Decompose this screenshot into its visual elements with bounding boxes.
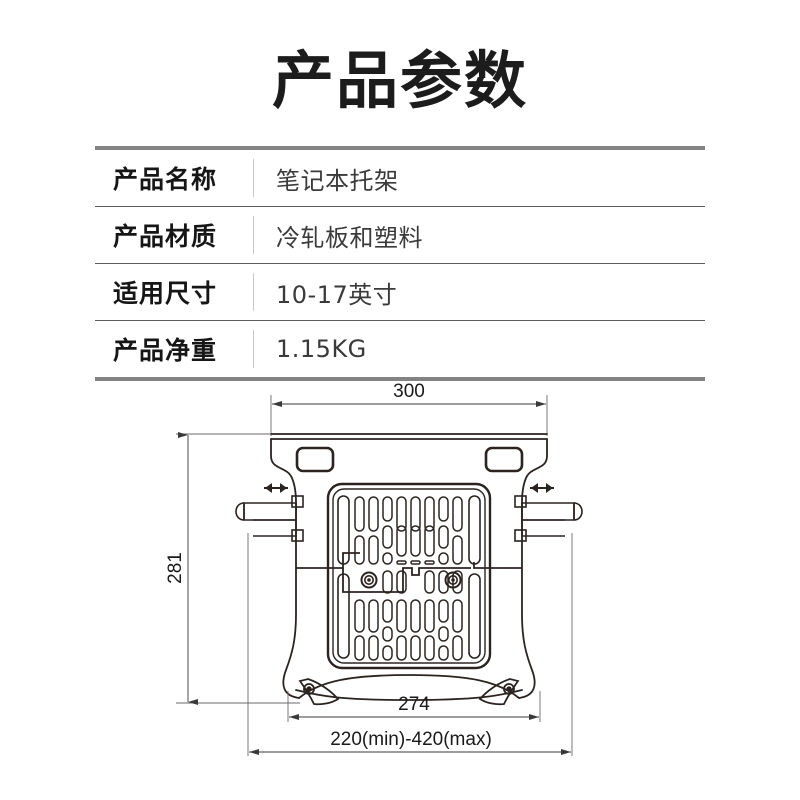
cell-divider <box>253 159 254 197</box>
dimension-label-base-width: 274 <box>398 694 430 715</box>
cell-divider <box>253 273 254 311</box>
spec-value: 1.15KG <box>276 335 367 363</box>
foot-left <box>298 678 340 706</box>
pivot-screw-left <box>360 571 378 589</box>
vent-slots-lower <box>354 599 463 661</box>
foot-right <box>478 678 520 706</box>
spec-label: 产品材质 <box>113 222 218 251</box>
vented-tray-panel <box>326 482 492 670</box>
drawing-geometry: 300 281 <box>165 381 583 756</box>
table-row: 产品名称 笔记本托架 <box>95 150 705 207</box>
vent-slots-middle <box>382 570 463 594</box>
right-extension-arm <box>514 495 583 542</box>
spec-table: 产品名称 笔记本托架 产品材质 冷轧板和塑料 适用尺寸 10-17英寸 产品净重… <box>95 146 705 381</box>
dimension-label-height: 281 <box>165 552 186 584</box>
dimension-base-width <box>287 691 541 722</box>
spec-label: 适用尺寸 <box>113 279 218 308</box>
dimension-label-top-width: 300 <box>393 381 425 402</box>
spec-label: 产品名称 <box>113 165 218 194</box>
cell-divider <box>253 216 254 254</box>
spec-label: 产品净重 <box>113 336 218 365</box>
left-adjust-arrow-icon <box>264 483 288 493</box>
left-extension-arm <box>235 495 304 542</box>
spec-value: 10-17英寸 <box>276 280 398 309</box>
table-row: 产品净重 1.15KG <box>95 321 705 377</box>
spec-value: 笔记本托架 <box>276 166 399 195</box>
tray-middle-band <box>296 552 522 593</box>
right-adjust-arrow-icon <box>530 483 554 493</box>
dimension-top-width <box>270 395 548 436</box>
spec-value: 冷轧板和塑料 <box>276 223 423 252</box>
technical-drawing: 300 281 <box>0 378 800 800</box>
dimension-height <box>176 432 300 705</box>
mounting-slot-right <box>484 446 524 473</box>
page-title: 产品参数 <box>271 44 528 117</box>
pivot-screw-right <box>444 571 462 589</box>
table-row: 适用尺寸 10-17英寸 <box>95 264 705 321</box>
dimension-arm-span <box>247 533 573 756</box>
dimension-label-arm-span: 220(min)-420(max) <box>330 729 492 750</box>
cell-divider <box>253 330 254 368</box>
vent-slots-upper <box>354 496 463 565</box>
stand-body <box>270 433 548 701</box>
table-row: 产品材质 冷轧板和塑料 <box>95 207 705 264</box>
mounting-slot-left <box>295 446 335 473</box>
